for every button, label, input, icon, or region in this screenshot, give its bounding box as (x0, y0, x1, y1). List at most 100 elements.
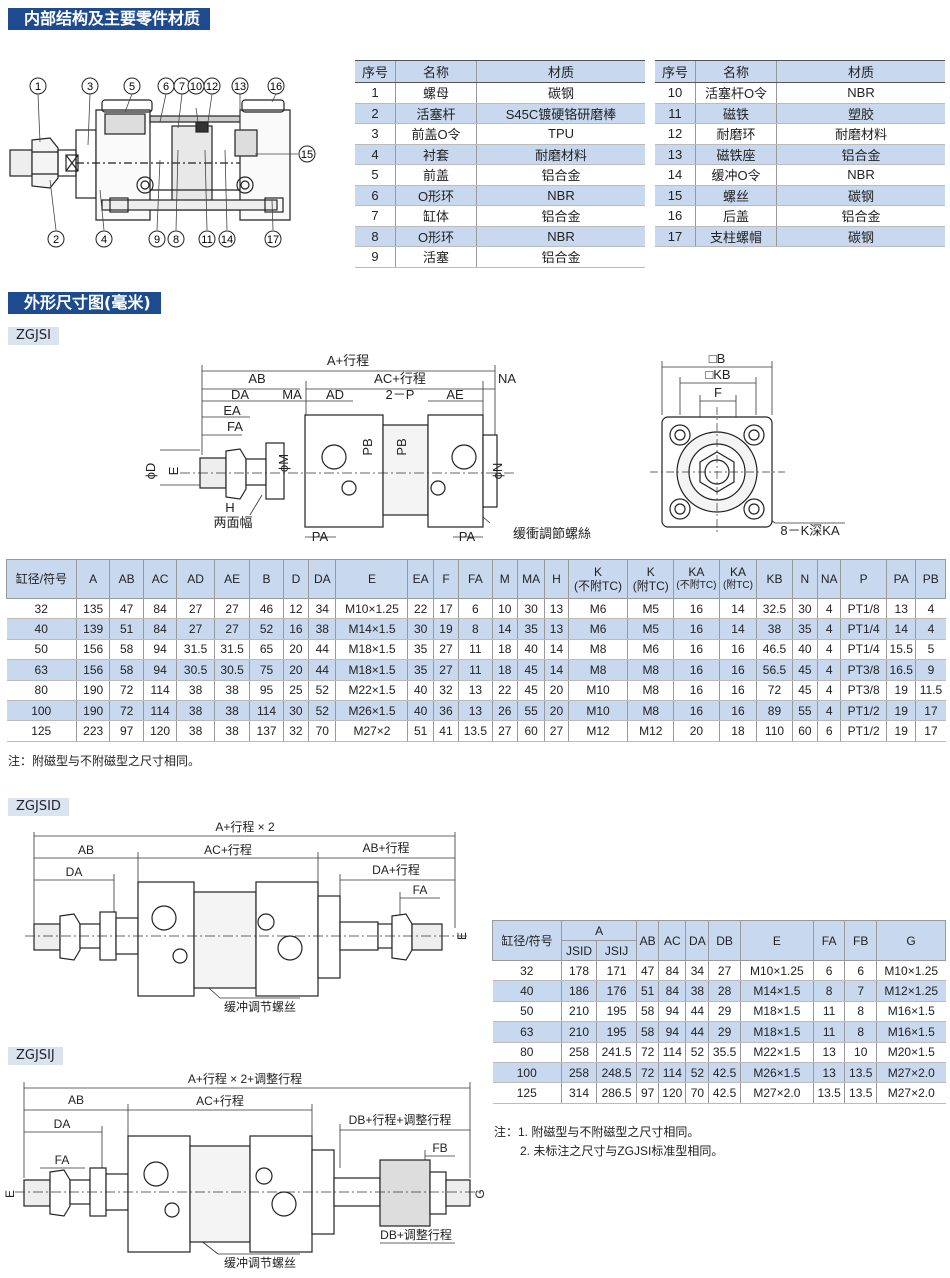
table-cell: 4 (817, 639, 841, 661)
dim-ad: AD (326, 387, 344, 402)
callout-number: 15 (301, 149, 313, 161)
table-cell: 32 (282, 720, 309, 742)
table-cell: 114 (142, 680, 177, 701)
table-cell: M10×1.25 (335, 598, 408, 620)
table-cell: M10×1.25 (739, 960, 814, 982)
table-cell: 13 (655, 144, 696, 165)
table-cell: 84 (142, 598, 177, 620)
col-header: KA(附TC) (718, 559, 758, 599)
table-cell: 56.5 (756, 659, 793, 681)
table-cell: 51 (636, 980, 659, 1002)
table-cell: 52 (249, 618, 284, 640)
col-header-sub: (不附TC) (676, 580, 717, 591)
table-cell: 11 (458, 639, 493, 661)
col-header-sub: (不附TC) (574, 579, 623, 593)
table-cell: 120 (658, 1082, 686, 1104)
table-cell: 8 (844, 1001, 877, 1023)
table-cell: 55 (791, 700, 818, 722)
table-cell: 13.5 (812, 1082, 845, 1104)
table-cell: 13 (544, 618, 569, 640)
dim-fa: FA (227, 419, 243, 434)
table-cell: 94 (142, 639, 177, 661)
col-header: MA (516, 559, 546, 599)
table-cell: 94 (658, 1021, 686, 1043)
table-cell: 13 (458, 700, 493, 722)
table-cell: 46.5 (756, 639, 793, 661)
table-cell: 塑胶 (776, 103, 945, 124)
dim-ae: AE (446, 387, 464, 402)
col-header-material: 材质 (776, 60, 945, 83)
dim-phi-n: ϕN (490, 463, 505, 480)
table-cell: 20 (673, 720, 720, 742)
table-cell: 38 (685, 980, 709, 1002)
table-cell: 29 (708, 1001, 741, 1023)
zgjsi-end-view-drawing: □B □KB F 8－K深KA (650, 351, 845, 538)
callout-circle (148, 230, 166, 248)
table-cell: M12 (567, 720, 628, 742)
table-cell: 47 (109, 598, 144, 620)
col-header: 缸径/符号 (6, 559, 77, 599)
col-header: EA (407, 559, 434, 599)
callout-number: 16 (270, 81, 282, 93)
table-cell: 6 (844, 960, 877, 982)
col-header: PB (915, 559, 946, 599)
callout-number: 5 (129, 81, 135, 93)
dim-da: DA (66, 865, 83, 879)
callout-number: 17 (267, 234, 279, 246)
table-cell: 137 (249, 720, 284, 742)
callout-circle (198, 230, 216, 248)
col-header: AB (109, 559, 144, 599)
table-cell: 6 (458, 598, 493, 620)
label-two-faces: 两面幅 (213, 515, 252, 530)
col-header: K(附TC) (627, 559, 675, 599)
table-cell: PT3/8 (840, 680, 887, 701)
table-cell: 19 (885, 680, 916, 701)
table-cell: 4 (915, 598, 946, 620)
table-cell: 51 (109, 618, 144, 640)
table-cell: 65 (249, 639, 284, 661)
table-cell: 26 (491, 700, 518, 722)
table-cell: 32 (432, 680, 459, 701)
table-cell: 螺母 (395, 82, 477, 104)
table-cell: 15 (655, 185, 696, 206)
table-cell: 47 (636, 960, 659, 982)
dim-db-adjust: DB+调整行程 (380, 1227, 452, 1242)
table-cell: 100 (492, 1062, 562, 1084)
table-cell: 4 (817, 659, 841, 681)
table-cell: 114 (658, 1042, 686, 1063)
zgjsid-drawing: A+行程 × 2 AB AC+行程 AB+行程 DA DA+行程 FA E 缓冲… (25, 819, 470, 1014)
col-header-label: DA (313, 572, 331, 586)
table-cell: 40 (6, 618, 77, 640)
col-header-label: E (367, 572, 376, 586)
model-tag-zgjsij: ZGJSIJ (8, 1047, 63, 1065)
table-cell: M8 (627, 680, 674, 701)
table-cell: 9 (915, 659, 946, 681)
table-cell: 8 (355, 226, 396, 247)
col-header: KA(不附TC) (673, 559, 720, 599)
table-cell: M14×1.5 (335, 618, 408, 640)
dim-ac-stroke: AC+行程 (204, 842, 252, 857)
col-header-label: F (442, 572, 450, 586)
table-cell: 40 (516, 639, 545, 661)
col-header-label: H (552, 572, 561, 586)
table-cell: 44 (308, 659, 336, 681)
col-header-label: KA (729, 565, 746, 579)
table-cell: 铝合金 (776, 205, 945, 227)
col-header-label: A (89, 572, 98, 586)
callout-number: 7 (179, 81, 185, 93)
table-cell: 84 (658, 960, 686, 982)
table-cell: 32 (492, 960, 562, 982)
table-cell: 17 (655, 226, 696, 247)
table-cell: 碳钢 (776, 185, 945, 206)
table-cell: 10 (844, 1042, 877, 1063)
table-cell: 6 (817, 720, 841, 742)
table-cell: 171 (595, 960, 637, 982)
table-cell: 27 (432, 639, 459, 661)
table-cell: 42.5 (708, 1082, 741, 1104)
table-cell: M18×1.5 (335, 639, 408, 661)
col-header-label: AD (187, 572, 204, 586)
